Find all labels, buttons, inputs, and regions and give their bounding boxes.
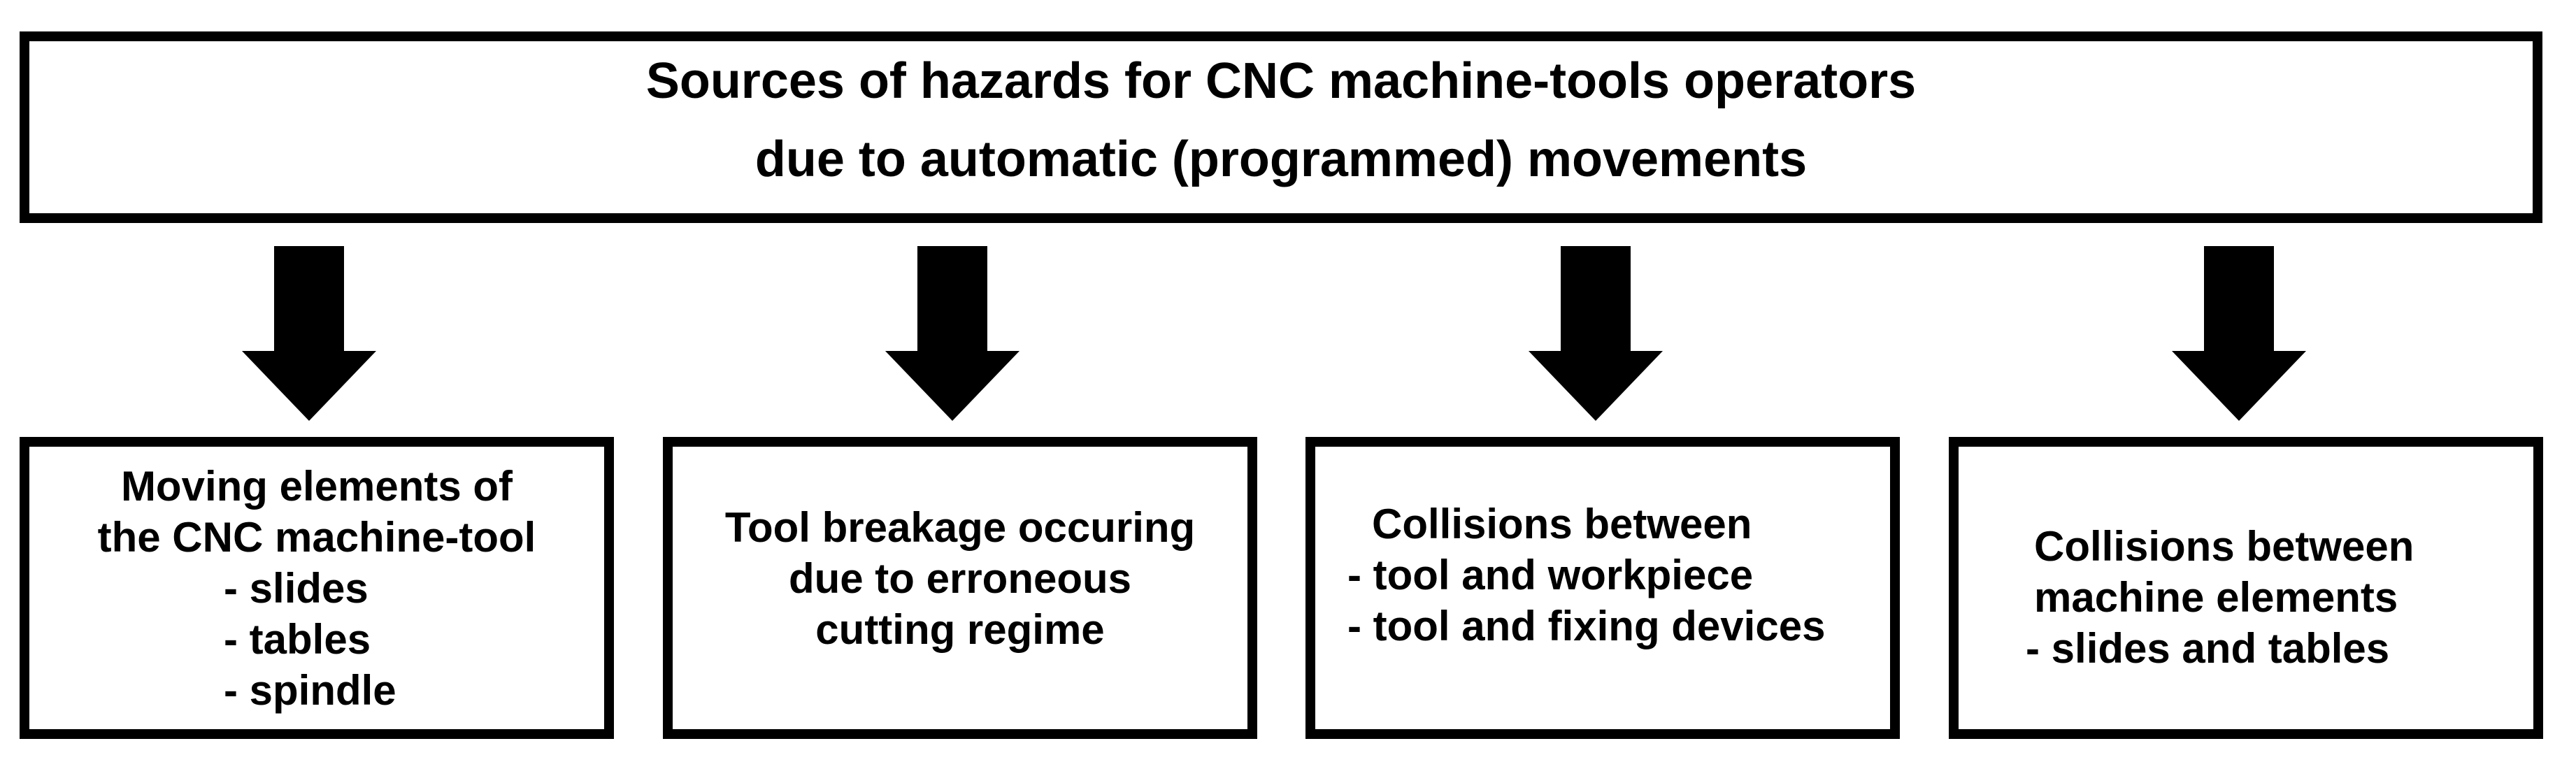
hazard-box-line: due to erroneous (788, 554, 1132, 602)
down-arrow-icon (2172, 246, 2306, 421)
down-arrow-icon (1529, 246, 1663, 421)
hazard-box-line: cutting regime (815, 605, 1105, 653)
hazard-box-tool-breakage: Tool breakage occuring due to erroneous … (663, 437, 1257, 739)
hazard-box-line: Collisions between (2034, 522, 2414, 570)
hazard-box-collisions-tool: Collisions between - tool and workpiece … (1305, 437, 1900, 739)
down-arrow-icon (885, 246, 1019, 421)
hazard-box-bullet: - spindle (224, 666, 396, 714)
title-box: Sources of hazards for CNC machine-tools… (20, 31, 2542, 223)
hazard-box-bullet: - tables (224, 615, 371, 663)
hazard-box-collisions-machine: Collisions between machine elements - sl… (1949, 437, 2543, 739)
hazard-box-line: Collisions between (1372, 500, 1752, 547)
hazard-box-bullet: - slides and tables (2026, 624, 2390, 672)
hazard-box-line: Tool breakage occuring (724, 503, 1196, 551)
title-line-2: due to automatic (programmed) movements (754, 131, 1808, 187)
hazard-box-bullet: - tool and fixing devices (1347, 602, 1826, 649)
hazard-box-bullet: - slides (224, 564, 368, 612)
hazard-box-line: Moving elements of (120, 462, 513, 510)
hazard-box-moving-elements: Moving elements of the CNC machine-tool … (20, 437, 614, 739)
hazard-box-line: machine elements (2034, 573, 2398, 621)
hazard-box-line: the CNC machine-tool (97, 513, 536, 561)
hazard-box-bullet: - tool and workpiece (1347, 551, 1754, 598)
title-line-1: Sources of hazards for CNC machine-tools… (645, 53, 1917, 109)
down-arrow-icon (242, 246, 376, 421)
